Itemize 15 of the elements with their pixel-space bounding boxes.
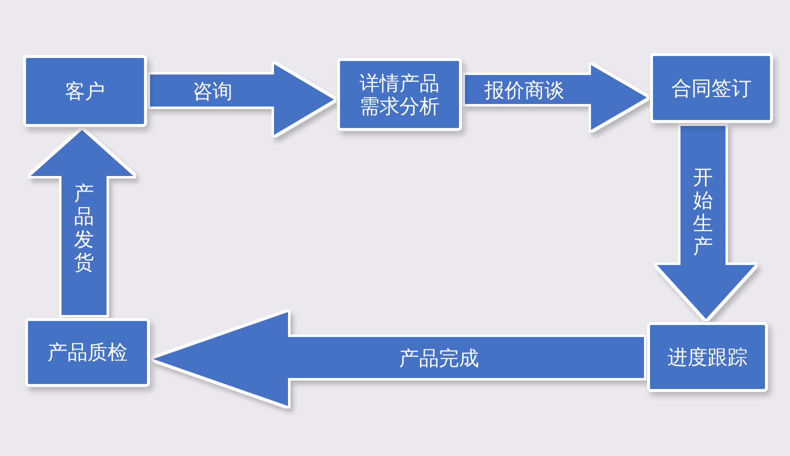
block-arrow — [465, 65, 647, 130]
process-box: 合同签订 — [650, 53, 773, 123]
block-arrow — [153, 312, 644, 406]
process-box: 产品质检 — [25, 318, 150, 387]
process-box: 详情产品需求分析 — [337, 58, 462, 131]
block-arrow — [150, 64, 334, 135]
process-box: 进度跟踪 — [647, 322, 768, 392]
edge-label: 开始生产 — [692, 166, 714, 258]
edge-label: 产品发货 — [74, 182, 94, 274]
edge-label: 产品完成 — [398, 346, 479, 368]
process-box: 客户 — [23, 55, 147, 127]
edge-label: 咨询 — [192, 80, 232, 102]
block-arrow — [30, 130, 134, 315]
block-arrow — [657, 126, 755, 319]
edge-label: 报价商谈 — [484, 78, 564, 100]
